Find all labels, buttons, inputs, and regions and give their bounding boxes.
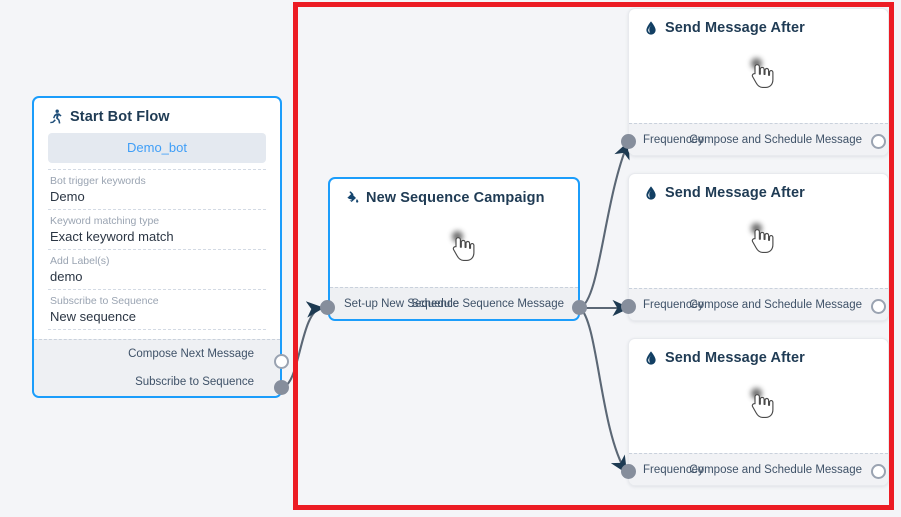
port-frequencey-1[interactable]	[621, 134, 636, 149]
card-footer: Frequencey Compose and Schedule Message	[629, 288, 888, 320]
input-port-label: Set-up New Sequence	[344, 297, 460, 310]
output-port-label: Compose and Schedule Message	[689, 133, 862, 146]
card-footer: Frequencey Compose and Schedule Message	[629, 123, 888, 155]
water-drop-icon	[643, 185, 659, 201]
field-label: Subscribe to Sequence	[50, 295, 159, 307]
output-port-label: Compose Next Message	[128, 348, 254, 360]
output-port-label: Compose and Schedule Message	[689, 298, 862, 311]
sequence-node-title: New Sequence Campaign	[366, 190, 545, 206]
start-node-title: Start Bot Flow	[70, 109, 170, 125]
wire-sequence-to-card-3	[579, 307, 628, 474]
send-message-after-node-3[interactable]: Send Message After Frequencey Compose an…	[628, 338, 889, 486]
new-sequence-campaign-node[interactable]: New Sequence Campaign Set-up New Sequenc…	[328, 177, 580, 321]
sequence-node-header: New Sequence Campaign	[330, 179, 578, 210]
card-header: Send Message After	[629, 339, 888, 370]
running-person-icon	[48, 109, 64, 125]
field-value: Exact keyword match	[50, 229, 174, 244]
port-frequencey-3[interactable]	[621, 464, 636, 479]
port-compose-and-schedule-message-2[interactable]	[871, 299, 886, 314]
card-port-row[interactable]: Frequencey Compose and Schedule Message	[629, 289, 888, 320]
card-title: Send Message After	[665, 185, 805, 201]
start-bot-flow-node[interactable]: Start Bot Flow Demo_bot Bot trigger keyw…	[32, 96, 282, 398]
input-port-label: Frequencey	[643, 463, 704, 476]
paint-bucket-icon	[344, 190, 360, 206]
pointing-hand-cursor	[742, 387, 778, 423]
field-value: Demo	[50, 189, 85, 204]
card-title: Send Message After	[665, 350, 805, 366]
port-compose-and-schedule-message-3[interactable]	[871, 464, 886, 479]
card-port-row[interactable]: Frequencey Compose and Schedule Message	[629, 124, 888, 155]
port-frequencey-2[interactable]	[621, 299, 636, 314]
water-drop-icon	[643, 350, 659, 366]
wire-sequence-to-card-1	[579, 141, 630, 309]
pointing-hand-cursor	[742, 57, 778, 93]
start-node-fields: Bot trigger keywords Demo Keyword matchi…	[48, 169, 266, 330]
bot-name-chip[interactable]: Demo_bot	[48, 133, 266, 163]
start-node-body: Demo_bot Bot trigger keywords Demo Keywo…	[34, 133, 280, 330]
input-port-label: Frequencey	[643, 133, 704, 146]
pointing-hand-cursor	[742, 222, 778, 258]
port-compose-next-message[interactable]	[274, 354, 289, 369]
send-message-after-node-1[interactable]: Send Message After Frequencey Compose an…	[628, 8, 889, 156]
wire-start-to-sequence	[281, 301, 325, 389]
port-schedule-sequence-message[interactable]	[572, 300, 587, 315]
port-compose-and-schedule-message-1[interactable]	[871, 134, 886, 149]
output-port-label: Schedule Sequence Message	[411, 297, 564, 310]
field-label: Add Label(s)	[50, 255, 110, 267]
start-node-header: Start Bot Flow	[34, 98, 280, 129]
field-value: demo	[50, 269, 83, 284]
sequence-node-footer: Set-up New Sequence Schedule Sequence Me…	[330, 287, 578, 319]
output-row-subscribe[interactable]: Subscribe to Sequence	[34, 368, 280, 396]
field-value: New sequence	[50, 309, 136, 324]
card-port-row[interactable]: Frequencey Compose and Schedule Message	[629, 454, 888, 485]
input-port-label: Frequencey	[643, 298, 704, 311]
field-label: Keyword matching type	[50, 215, 160, 227]
card-header: Send Message After	[629, 9, 888, 40]
field-row[interactable]: Keyword matching type Exact keyword matc…	[48, 210, 266, 250]
card-title: Send Message After	[665, 20, 805, 36]
field-row[interactable]: Subscribe to Sequence New sequence	[48, 290, 266, 330]
output-port-label: Subscribe to Sequence	[135, 376, 254, 388]
pointing-hand-cursor	[443, 230, 479, 266]
port-setup-new-sequence[interactable]	[320, 300, 335, 315]
port-subscribe-to-sequence[interactable]	[274, 380, 289, 395]
card-footer: Frequencey Compose and Schedule Message	[629, 453, 888, 485]
sequence-port-row[interactable]: Set-up New Sequence Schedule Sequence Me…	[330, 288, 578, 319]
field-row[interactable]: Add Label(s) demo	[48, 250, 266, 290]
output-row-compose[interactable]: Compose Next Message	[34, 340, 280, 368]
start-node-footer: Compose Next Message Subscribe to Sequen…	[34, 339, 280, 396]
output-port-label: Compose and Schedule Message	[689, 463, 862, 476]
field-label: Bot trigger keywords	[50, 175, 146, 187]
card-header: Send Message After	[629, 174, 888, 205]
water-drop-icon	[643, 20, 659, 36]
send-message-after-node-2[interactable]: Send Message After Frequencey Compose an…	[628, 173, 889, 321]
field-row[interactable]: Bot trigger keywords Demo	[48, 170, 266, 210]
